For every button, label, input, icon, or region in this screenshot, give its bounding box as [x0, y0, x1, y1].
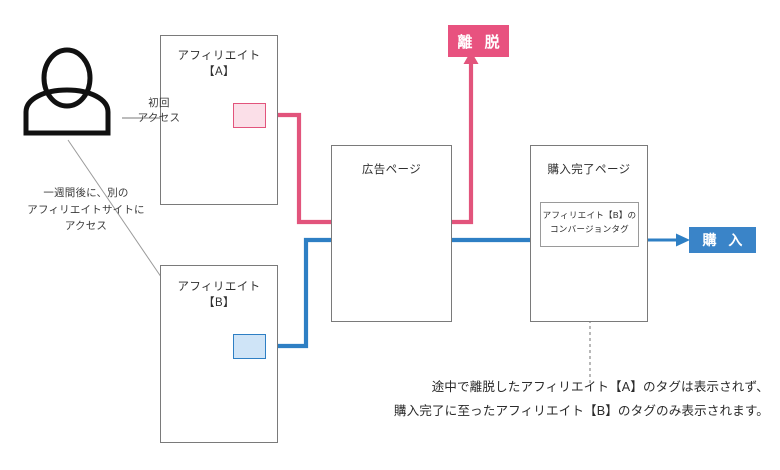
blue-arrowhead-buy — [676, 233, 690, 247]
caption-text: 途中で離脱したアフィリエイト【A】のタグは表示されず、 購入完了に至ったアフィリ… — [280, 375, 769, 423]
affiliate-a-tag-chip[interactable] — [233, 103, 266, 128]
page-title-ad: 広告ページ — [361, 164, 422, 176]
page-title-affiliate-b-line2: 【B】 — [203, 297, 235, 309]
conversion-tag-line1: アフィリエイト【B】の — [542, 210, 637, 220]
second-access-note-line2: アフィリエイトサイトに — [27, 203, 145, 216]
page-title-affiliate-b: アフィリエイト 【B】 — [160, 279, 278, 311]
page-title-affiliate-a-line1: アフィリエイト — [177, 50, 261, 62]
page-title-affiliate-b-line1: アフィリエイト — [177, 281, 261, 293]
caption-line1: 途中で離脱したアフィリエイト【A】のタグは表示されず、 — [431, 380, 769, 394]
first-access-label: 初回 アクセス — [122, 96, 196, 126]
first-access-label-line1: 初回 — [148, 97, 170, 109]
conversion-tag-box[interactable]: アフィリエイト【B】の コンバージョンタグ — [540, 202, 639, 247]
pink-route-ad-to-exit — [451, 62, 474, 225]
exit-badge[interactable]: 離 脱 — [448, 25, 509, 57]
second-access-note-line3: アクセス — [64, 220, 108, 232]
affiliate-b-tag-chip[interactable] — [233, 334, 266, 359]
page-title-affiliate-a: アフィリエイト 【A】 — [160, 48, 278, 80]
second-access-note: 一週間後に、別の アフィリエイトサイトに アクセス — [10, 185, 162, 235]
purchase-badge[interactable]: 購 入 — [689, 227, 756, 253]
page-title-affiliate-a-line2: 【A】 — [203, 66, 235, 78]
conversion-tag-line2: コンバージョンタグ — [550, 223, 629, 234]
user-person-icon — [23, 47, 111, 136]
caption-line2: 購入完了に至ったアフィリエイト【B】のタグのみ表示されます。 — [393, 404, 769, 418]
second-access-note-line1: 一週間後に、別の — [43, 187, 129, 199]
page-box-ad[interactable] — [331, 145, 452, 322]
page-title-purchase-complete: 購入完了ページ — [547, 164, 631, 176]
first-access-label-line2: アクセス — [137, 112, 181, 124]
